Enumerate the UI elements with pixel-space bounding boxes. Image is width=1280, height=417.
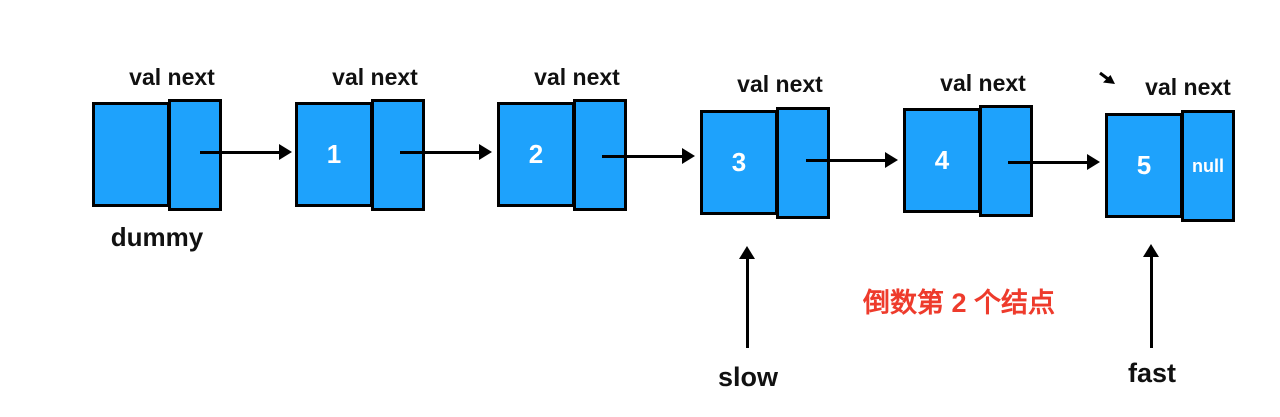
slow-pointer-arrow — [739, 246, 755, 348]
link-arrow-dummy-to-1 — [200, 144, 292, 160]
node-val-box: 2 — [497, 102, 575, 207]
node-next-box — [168, 99, 222, 211]
node-next-box — [371, 99, 425, 211]
annotation-2nd-from-end: 倒数第 2 个结点 — [863, 288, 1056, 318]
node-next-box — [776, 107, 830, 219]
node-val-box: 4 — [903, 108, 981, 213]
fast-pointer-label: fast — [1127, 358, 1176, 388]
node-val-box: 1 — [295, 102, 373, 207]
node-val-box: 3 — [700, 110, 778, 215]
node-field-label: val next — [129, 64, 215, 90]
fast-pointer-arrow — [1143, 244, 1159, 348]
cursor-arrow-icon — [1099, 71, 1115, 84]
link-arrow-4-to-5 — [1008, 154, 1100, 170]
link-arrow-1-to-2 — [400, 144, 492, 160]
node-field-label: val next — [1145, 74, 1231, 100]
node-field-label: val next — [332, 64, 418, 90]
link-arrow-2-to-3 — [602, 148, 695, 164]
node-field-label: val next — [940, 70, 1026, 96]
node-field-label: val next — [737, 71, 823, 97]
node-field-label: val next — [534, 64, 620, 90]
link-arrow-3-to-4 — [806, 152, 898, 168]
slow-pointer-label: slow — [717, 362, 778, 392]
node-val-box — [92, 102, 170, 207]
node-next-box: null — [1181, 110, 1235, 222]
dummy-label: dummy — [110, 222, 204, 252]
node-val-box: 5 — [1105, 113, 1183, 218]
